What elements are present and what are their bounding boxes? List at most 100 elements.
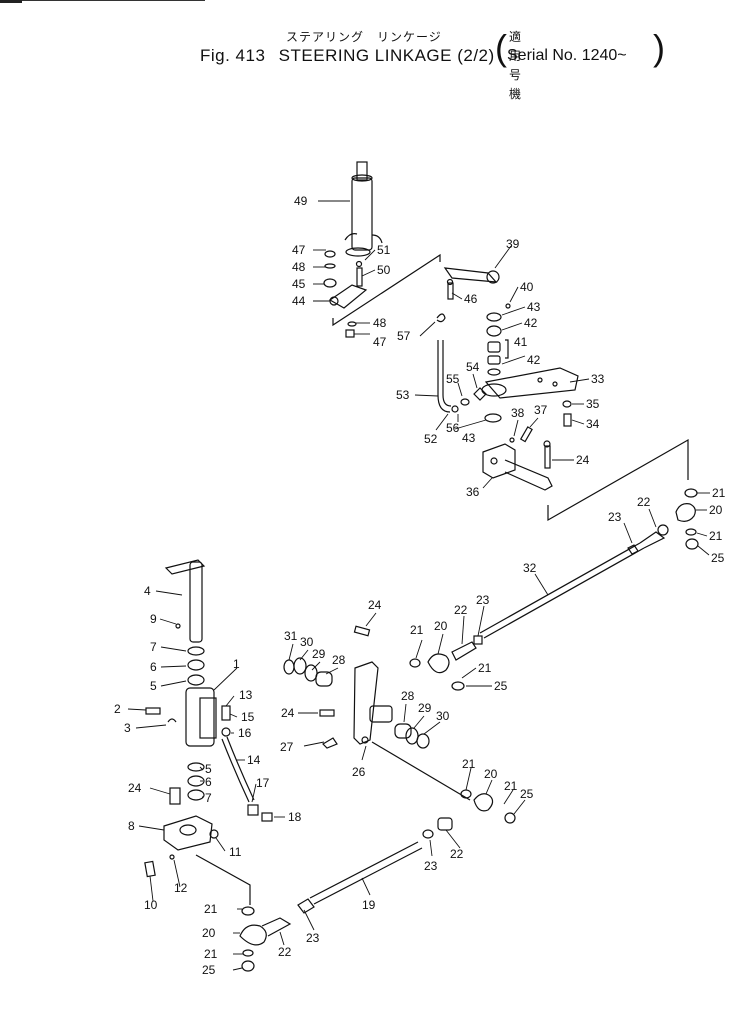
callout-52: 52 [424, 432, 438, 446]
callout-38: 38 [511, 406, 525, 420]
callout-6a: 6 [150, 660, 157, 674]
callout-20b: 20 [434, 619, 448, 633]
callout-54: 54 [466, 360, 480, 374]
figure-name: STEERING LINKAGE (2/2) [278, 46, 495, 65]
callout-43: 43 [527, 300, 541, 314]
callout-labels: 49 47 48 45 44 51 50 48 47 39 46 40 43 4… [114, 194, 726, 977]
left-paren: ( [495, 27, 507, 68]
callout-47: 47 [292, 243, 306, 257]
callout-57: 57 [397, 329, 411, 343]
callout-7b: 7 [205, 791, 212, 805]
callout-20c: 20 [484, 767, 498, 781]
rod-53 [436, 313, 487, 413]
callout-45: 45 [292, 277, 306, 291]
callout-41: 41 [514, 335, 528, 349]
callout-7a: 7 [150, 640, 157, 654]
lever-26 [353, 661, 393, 745]
arm-39 [443, 267, 500, 300]
callout-8: 8 [128, 819, 135, 833]
callout-22d: 22 [278, 945, 292, 959]
callout-42b: 42 [527, 353, 541, 367]
callout-33: 33 [591, 372, 605, 386]
callout-49: 49 [294, 194, 308, 208]
lower-arm-8 [144, 787, 219, 878]
callout-24d: 24 [128, 781, 142, 795]
callout-22c: 22 [450, 847, 464, 861]
callout-21h: 21 [204, 947, 218, 961]
callout-22b: 22 [454, 603, 468, 617]
callout-2: 2 [114, 702, 121, 716]
callout-9: 9 [150, 612, 157, 626]
callout-28a: 28 [332, 653, 346, 667]
callout-21g: 21 [204, 902, 218, 916]
callout-23b: 23 [476, 593, 490, 607]
callout-5a: 5 [150, 679, 157, 693]
callout-24a: 24 [576, 453, 590, 467]
callout-1: 1 [233, 657, 240, 671]
callout-34: 34 [586, 417, 600, 431]
callout-12: 12 [174, 881, 188, 895]
callout-5b: 5 [205, 762, 212, 776]
washers-5-7-lower [187, 762, 205, 801]
callout-11: 11 [229, 845, 242, 859]
callout-23a: 23 [608, 510, 622, 524]
top-rule [0, 0, 205, 1]
callout-23c: 23 [424, 859, 438, 873]
pitman-arm [328, 260, 368, 309]
steering-lever-4 [164, 559, 206, 643]
grease-fitting-27 [322, 737, 338, 749]
callout-21e: 21 [462, 757, 476, 771]
ball-joint-lower-left [239, 906, 292, 972]
top-tick [0, 0, 22, 3]
lever-link-line [371, 741, 471, 801]
serial-number: Serial No. 1240~ [507, 47, 627, 64]
washers-28-31-left [283, 657, 333, 687]
callout-37: 37 [534, 403, 548, 417]
callout-6b: 6 [205, 775, 212, 789]
bolts-34-35 [484, 400, 572, 427]
right-paren: ) [653, 27, 665, 68]
callout-42: 42 [524, 316, 538, 330]
group-bracket-right [547, 438, 689, 522]
callout-29a: 29 [312, 647, 326, 661]
callout-46: 46 [464, 292, 478, 306]
callout-47b: 47 [373, 335, 387, 349]
tie-rod-32 [479, 524, 669, 639]
callout-48: 48 [292, 260, 306, 274]
callout-43b: 43 [462, 431, 476, 445]
callout-21c: 21 [410, 623, 424, 637]
callout-39: 39 [506, 237, 520, 251]
callout-32: 32 [523, 561, 537, 575]
callout-48b: 48 [373, 316, 387, 330]
washers-5-7-upper [187, 646, 205, 686]
column-housing-1 [145, 687, 217, 747]
japanese-title: ステアリング リンケージ [286, 30, 442, 44]
callout-27: 27 [280, 740, 294, 754]
callout-30a: 30 [300, 635, 314, 649]
steering-column [344, 161, 383, 257]
callout-24b: 24 [368, 598, 382, 612]
callout-19: 19 [362, 898, 376, 912]
bolts-37-38 [509, 426, 533, 443]
callout-25c: 25 [520, 787, 534, 801]
callout-53: 53 [396, 388, 410, 402]
callout-51: 51 [377, 243, 391, 257]
tie-rod-19 [297, 841, 423, 914]
callout-40: 40 [520, 280, 534, 294]
callout-3: 3 [124, 721, 131, 735]
callout-35: 35 [586, 397, 600, 411]
callout-15: 15 [241, 710, 255, 724]
callout-50: 50 [377, 263, 391, 277]
stack-41-43 [486, 303, 511, 376]
callout-56: 56 [446, 421, 460, 435]
callout-44: 44 [292, 294, 306, 308]
group-bracket-upper [332, 253, 441, 327]
leader-lines [127, 200, 710, 971]
callout-14: 14 [247, 753, 261, 767]
hose-14 [221, 705, 273, 822]
callout-28b: 28 [401, 689, 415, 703]
figure-title: Fig. 413 STEERING LINKAGE (2/2) [200, 46, 503, 66]
callout-10: 10 [144, 898, 158, 912]
plate-33 [481, 367, 579, 399]
callout-16: 16 [238, 726, 252, 740]
